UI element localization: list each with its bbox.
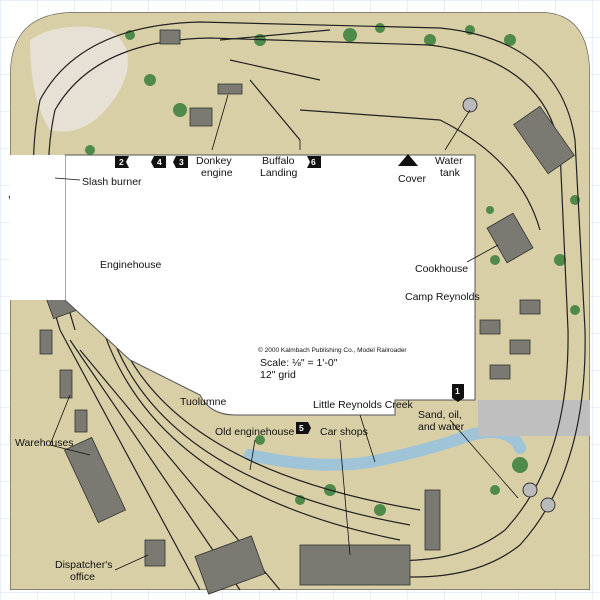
- view-marker-5: 5: [296, 422, 311, 434]
- view-marker-1: 1: [452, 384, 464, 402]
- road: [478, 400, 590, 436]
- water-tank-label-2: tank: [440, 167, 461, 179]
- car-shops-building: [299, 544, 411, 586]
- cover-marker: [398, 154, 418, 166]
- cover-label: Cover: [398, 173, 427, 185]
- svg-text:3: 3: [179, 157, 184, 167]
- view-marker-6: 6: [307, 156, 321, 168]
- buffalo-landing-label-1: Buffalo: [262, 155, 295, 167]
- water-tank-label-1: Water: [435, 155, 463, 167]
- svg-text:2: 2: [119, 157, 124, 167]
- svg-text:1: 1: [455, 386, 460, 396]
- enginehouse-label: Enginehouse: [100, 259, 161, 271]
- left-aisle: [10, 155, 65, 300]
- water-tank-building: [513, 105, 575, 175]
- labels: Slash burner Donkey engine Buffalo Landi…: [15, 155, 480, 583]
- track-plan: [32, 21, 586, 591]
- camp-reynolds-label: Camp Reynolds: [405, 291, 480, 303]
- cookhouse-label: Cookhouse: [415, 263, 468, 275]
- svg-text:4: 4: [157, 157, 162, 167]
- svg-text:6: 6: [311, 157, 316, 167]
- dispatchers-office-label-1: Dispatcher's: [55, 559, 112, 571]
- donkey-engine-label-2: engine: [201, 167, 233, 179]
- slash-burner-label: Slash burner: [82, 176, 142, 188]
- view-markers: 2 4 3 6 1 5: [115, 154, 464, 434]
- donkey-engine-label-1: Donkey: [196, 155, 232, 167]
- svg-text:5: 5: [299, 423, 304, 433]
- vegetation: [56, 23, 580, 516]
- aisle: [64, 154, 476, 416]
- car-shops-label: Car shops: [320, 426, 368, 438]
- view-marker-3: 3: [173, 156, 188, 168]
- view-marker-2: 2: [115, 156, 129, 168]
- old-enginehouse-label: Old enginehouse: [215, 426, 295, 438]
- old-enginehouse-building: [194, 535, 266, 595]
- warehouse-building: [63, 436, 127, 524]
- scale-label: Scale: ⅛" = 1'-0": [260, 357, 338, 369]
- buffalo-landing-label-2: Landing: [260, 167, 298, 179]
- view-marker-4: 4: [151, 156, 166, 168]
- sand-oil-water-label-1: Sand, oil,: [418, 409, 462, 421]
- grid-label: 12" grid: [260, 369, 296, 381]
- water-tank: [462, 97, 478, 113]
- little-reynolds-creek-label: Little Reynolds Creek: [313, 399, 414, 411]
- sand-oil-water-label-2: and water: [418, 421, 465, 433]
- warehouses-label: Warehouses: [15, 437, 74, 449]
- copyright: © 2000 Kalmbach Publishing Co., Model Ra…: [258, 346, 407, 354]
- leader-lines: [49, 94, 519, 571]
- dispatchers-office-label-2: office: [70, 571, 95, 583]
- tuolumne-label: Tuolumne: [180, 396, 226, 408]
